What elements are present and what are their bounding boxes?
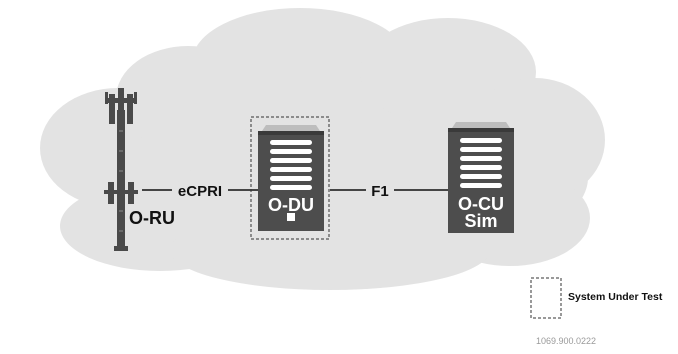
- ocu-label-line2: Sim: [464, 211, 497, 231]
- ecpri-link-label: eCPRI: [178, 183, 222, 200]
- oru-label: O-RU: [129, 208, 175, 228]
- legend-label: System Under Test: [568, 291, 663, 303]
- document-number: 1069.900.0222: [536, 336, 597, 346]
- oru-tower-icon: [104, 88, 138, 251]
- odu-server-icon: [258, 125, 324, 231]
- odu-label: O-DU: [268, 195, 314, 215]
- ocu-sim-server-icon: [448, 122, 514, 233]
- f1-link-label: F1: [371, 183, 389, 200]
- ocu-label-line1: O-CU: [458, 194, 504, 214]
- odu-indicator-icon: [287, 213, 295, 221]
- legend-dashed-box-icon: [530, 277, 562, 319]
